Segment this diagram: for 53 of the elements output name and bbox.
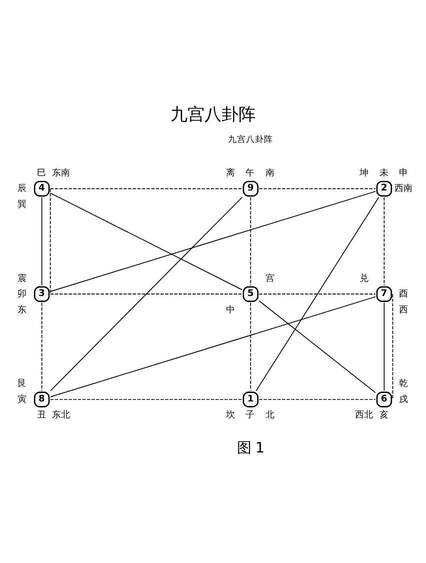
connector [258,398,376,400]
node-label: 北 [265,409,274,420]
node-label: 东南 [52,166,70,178]
connector [50,296,376,397]
node-label: 辰 [17,182,26,194]
node-label: 西北 [355,409,374,420]
node-label: 午 [246,166,255,178]
node-label: 巽 [17,198,26,210]
diagram-title: 九宫八卦阵 [170,104,256,124]
node-label: 酉 [398,288,408,300]
node-label: 东 [17,304,26,315]
node-label: 西南 [394,182,412,194]
connector [50,293,243,294]
connector [50,196,243,391]
node-label: 卯 [17,288,26,300]
node-label: 宫 [265,272,274,284]
connector [256,196,380,391]
caption: 图 1 [236,440,265,456]
node-label: 坎 [226,409,236,420]
node-label: 申 [398,166,408,178]
connector [384,196,385,286]
connector [258,293,376,294]
connector [50,190,376,292]
node-label: 兑 [360,272,369,284]
connector [50,192,243,290]
node-label: 巳 [36,166,46,178]
node-label: 未 [379,166,388,178]
connector [384,302,385,391]
connector [250,196,252,286]
connector [41,302,42,391]
node-label: 亥 [379,409,388,420]
node-label: 寅 [17,393,26,404]
connector [392,293,394,400]
connector [50,188,51,294]
label: 九宫八卦阵 [228,134,274,144]
connector [250,302,252,391]
node-label: 东北 [52,409,70,420]
connector [258,300,376,393]
node-label: 子 [246,409,255,420]
connector [258,188,376,189]
node-label: 乾 [398,378,408,389]
node-label: 南 [265,166,274,178]
node-label: 震 [17,272,26,284]
node-label: 西 [398,304,408,315]
connector [41,196,42,286]
connector [50,188,243,189]
node-label: 丑 [36,409,46,420]
connector [50,398,243,400]
node-label: 坤 [360,166,369,178]
node-label: 中 [226,304,236,315]
node-label: 戌 [398,393,408,404]
node-label: 艮 [17,378,26,389]
node-label: 离 [226,166,236,178]
